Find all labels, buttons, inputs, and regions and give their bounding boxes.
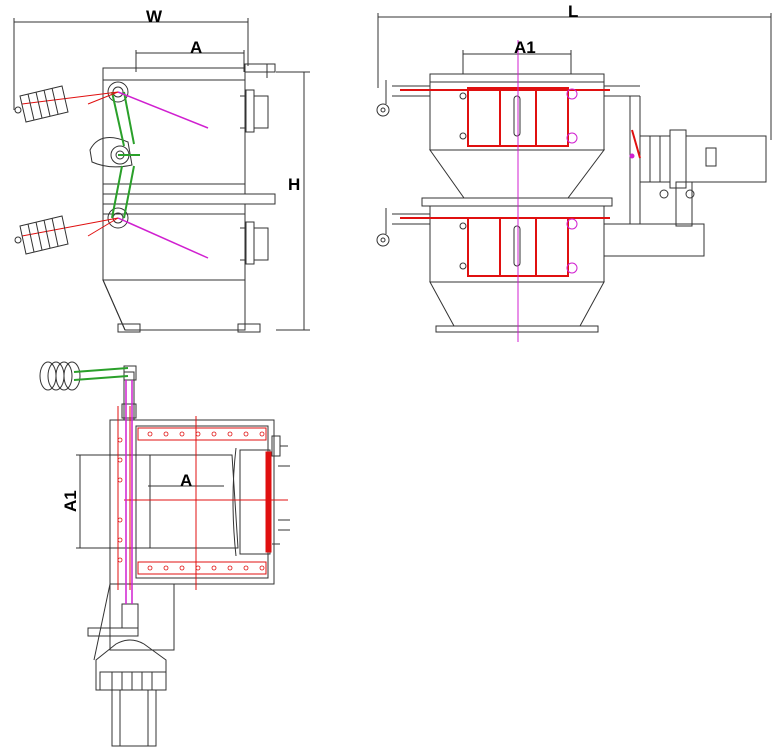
lower-counterweight-icon: [14, 215, 69, 255]
a-top-label: A: [180, 471, 192, 490]
gate-flaps: [117, 91, 209, 259]
top-motor: [95, 639, 167, 747]
top-lever-arm: [73, 367, 129, 381]
a-side-label: A: [190, 38, 202, 57]
top-frame: [109, 419, 275, 585]
front-view: [376, 13, 772, 333]
top-bolt-holes: [117, 431, 265, 571]
lever-bracket: [89, 137, 133, 168]
top-magenta-shaft: [125, 380, 133, 604]
top-counterweight-icon: [39, 361, 137, 391]
top-red-plate: [265, 451, 272, 553]
top-view: [39, 361, 290, 747]
a1-front-label: A1: [514, 38, 536, 57]
green-linkage: [111, 91, 140, 219]
front-slots: [459, 92, 521, 270]
w-label: W: [146, 7, 163, 26]
front-bolts: [566, 88, 635, 274]
upper-side-handle: [240, 89, 269, 133]
front-upper-body: [429, 73, 605, 151]
gear-motor: [639, 129, 767, 227]
lower-side-handle: [240, 221, 269, 265]
a1-top-label: A1: [61, 490, 80, 512]
l-label: L: [568, 2, 578, 21]
side-view: [13, 18, 310, 333]
top-red-details: [117, 406, 288, 590]
h-label: H: [288, 175, 300, 194]
lower-pivot: [107, 207, 129, 229]
upper-gate-body: [102, 67, 246, 195]
upper-counterweight-icon: [14, 85, 69, 123]
upper-pivot: [107, 81, 129, 103]
